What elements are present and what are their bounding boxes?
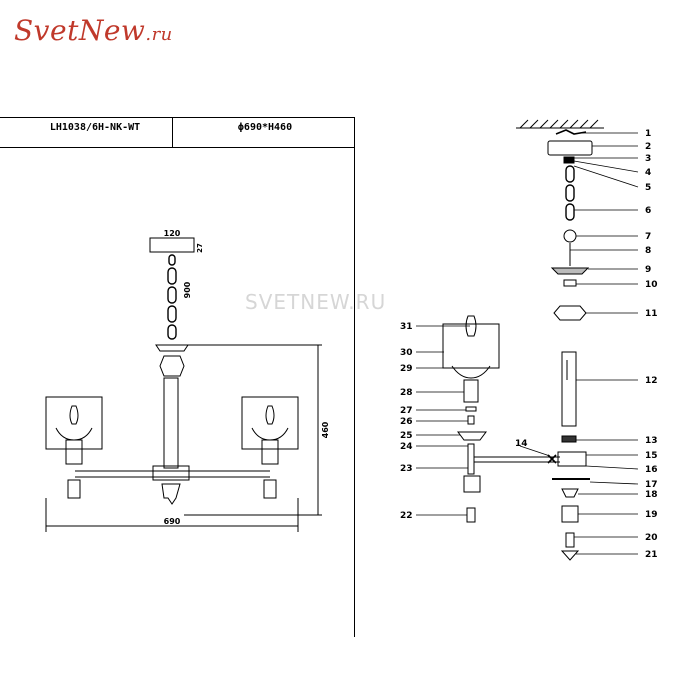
dim-canopy-height: 27 bbox=[196, 243, 204, 253]
exploded-socket bbox=[463, 379, 479, 403]
right-socket bbox=[261, 439, 279, 465]
callout-31: 31 bbox=[400, 322, 413, 332]
exploded-bulb-cup bbox=[451, 365, 491, 379]
callout-5: 5 bbox=[645, 183, 651, 193]
nut-10 bbox=[563, 279, 577, 287]
callout-6: 6 bbox=[645, 206, 651, 216]
exploded-canopy bbox=[547, 140, 593, 156]
callout-7: 7 bbox=[645, 232, 651, 242]
callout-14: 14 bbox=[515, 439, 528, 449]
exploded-shade bbox=[442, 323, 500, 369]
callout-15: 15 bbox=[645, 451, 658, 461]
ceiling-hatch bbox=[519, 119, 599, 129]
leader-lines bbox=[416, 132, 639, 555]
chain bbox=[167, 254, 177, 340]
right-shade bbox=[241, 396, 299, 450]
exploded-bulb bbox=[465, 315, 477, 337]
nut-18 bbox=[561, 488, 579, 498]
right-bulb-cup bbox=[251, 427, 289, 441]
left-shade bbox=[45, 396, 103, 450]
callout-21: 21 bbox=[645, 550, 658, 560]
stem-tube bbox=[163, 377, 179, 469]
header-divider bbox=[172, 117, 173, 148]
dim-width: 690 bbox=[164, 517, 181, 526]
brand-logo: SvetNew.ru bbox=[14, 14, 173, 47]
part-27 bbox=[465, 406, 477, 412]
callout-25: 25 bbox=[400, 431, 413, 441]
right-bulb bbox=[265, 405, 275, 425]
canopy-nut bbox=[563, 156, 575, 164]
callout-10: 10 bbox=[645, 280, 658, 290]
callout-9: 9 bbox=[645, 265, 651, 275]
logo-main-text: SvetNew bbox=[14, 14, 146, 47]
dim-chain-length: 900 bbox=[183, 281, 192, 298]
exploded-chain bbox=[565, 165, 575, 221]
panel-divider bbox=[354, 117, 355, 637]
part-24 bbox=[467, 443, 475, 475]
callout-26: 26 bbox=[400, 417, 413, 427]
right-bottom-cup bbox=[263, 479, 277, 499]
callout-22: 22 bbox=[400, 511, 413, 521]
header-top-line bbox=[0, 117, 354, 118]
logo-suffix-text: .ru bbox=[145, 24, 173, 45]
part-25 bbox=[457, 431, 487, 441]
callout-13: 13 bbox=[645, 436, 658, 446]
part-13 bbox=[561, 435, 577, 443]
callout-11: 11 bbox=[645, 309, 658, 319]
callout-20: 20 bbox=[645, 533, 658, 543]
callout-24: 24 bbox=[400, 442, 413, 452]
callout-27: 27 bbox=[400, 406, 413, 416]
callout-3: 3 bbox=[645, 154, 651, 164]
cup-19 bbox=[561, 505, 579, 523]
callouts-right: 1 2 3 4 5 6 7 8 9 10 11 12 13 15 16 17 1… bbox=[645, 129, 658, 560]
header-bottom-line bbox=[0, 147, 354, 148]
left-bulb-cup bbox=[55, 427, 93, 441]
size-spec: ϕ690*H460 bbox=[237, 122, 293, 133]
rod-20 bbox=[565, 532, 575, 548]
model-number: LH1038/6H-NK-WT bbox=[49, 122, 141, 133]
callout-2: 2 bbox=[645, 142, 651, 152]
callout-16: 16 bbox=[645, 465, 658, 475]
left-bottom-cup bbox=[67, 479, 81, 499]
callout-29: 29 bbox=[400, 364, 413, 374]
top-cup bbox=[155, 344, 189, 352]
callout-17: 17 bbox=[645, 480, 658, 490]
callout-12: 12 bbox=[645, 376, 658, 386]
assembled-view: 120 27 900 46 bbox=[45, 229, 330, 532]
callout-1: 1 bbox=[645, 129, 651, 139]
hook-ring bbox=[563, 229, 577, 243]
left-bulb bbox=[69, 405, 79, 425]
callout-4: 4 bbox=[645, 168, 651, 178]
dim-canopy-width: 120 bbox=[164, 229, 181, 238]
decor-nut-11 bbox=[553, 305, 587, 321]
callouts-left: 31 30 29 28 27 26 25 24 23 22 14 bbox=[400, 322, 528, 521]
part-26 bbox=[467, 415, 475, 425]
callout-18: 18 bbox=[645, 490, 658, 500]
left-socket bbox=[65, 439, 83, 465]
decor-cup bbox=[550, 267, 590, 275]
bottom-finial bbox=[161, 483, 181, 505]
callout-28: 28 bbox=[400, 388, 413, 398]
exploded-stem bbox=[561, 351, 577, 427]
dim-height: 460 bbox=[321, 421, 330, 438]
exploded-hub bbox=[557, 451, 587, 467]
top-nut bbox=[159, 355, 185, 377]
watermark: SVETNEW.RU bbox=[245, 290, 387, 314]
callout-23: 23 bbox=[400, 464, 413, 474]
canopy bbox=[149, 237, 195, 253]
arm-hub bbox=[152, 465, 190, 481]
callout-19: 19 bbox=[645, 510, 658, 520]
callout-8: 8 bbox=[645, 246, 651, 256]
part-23 bbox=[463, 475, 481, 493]
finial-21 bbox=[560, 550, 580, 561]
part-22 bbox=[466, 507, 476, 523]
callout-30: 30 bbox=[400, 348, 413, 358]
